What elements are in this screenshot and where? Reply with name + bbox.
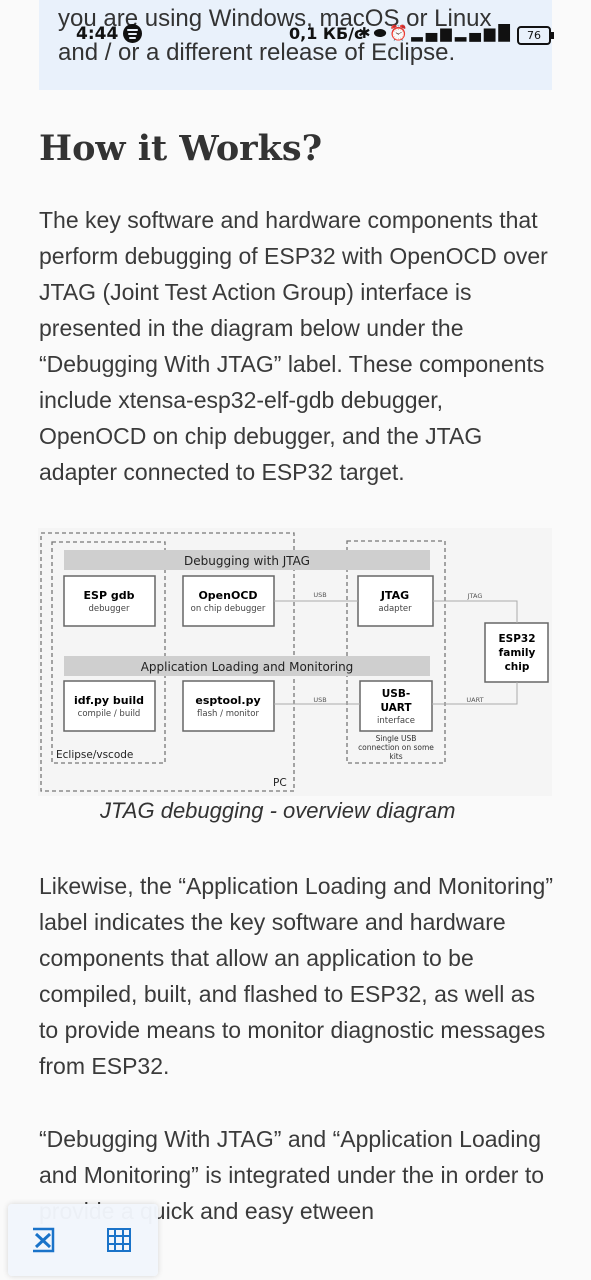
single-usb-2: connection on some bbox=[358, 743, 434, 752]
chip-line-3: chip bbox=[505, 661, 530, 673]
status-icons: ✱⬬⏰▂▄▆▂▄▆█ bbox=[358, 24, 513, 42]
section-heading: How it Works? bbox=[39, 128, 323, 169]
gdb-title: ESP gdb bbox=[84, 589, 135, 602]
gdb-box bbox=[63, 575, 156, 627]
usbuart-sub: interface bbox=[377, 716, 415, 726]
spotify-icon bbox=[123, 24, 142, 43]
chip-line-2: family bbox=[499, 647, 536, 659]
openocd-box bbox=[182, 575, 275, 627]
esptool-title: esptool.py bbox=[195, 694, 260, 707]
app-band bbox=[64, 656, 430, 676]
close-box-icon[interactable] bbox=[23, 1222, 59, 1258]
paragraph-intro: The key software and hardware components… bbox=[39, 207, 548, 485]
status-bar: 4:44 0,1 КБ/с ✱⬬⏰▂▄▆▂▄▆█ 76 bbox=[0, 20, 591, 50]
idf-title: idf.py build bbox=[74, 694, 144, 707]
chip-line-1: ESP32 bbox=[498, 633, 535, 645]
usb-label-bottom: USB bbox=[313, 696, 326, 704]
esptool-box bbox=[182, 680, 275, 732]
single-usb-3: kits bbox=[389, 752, 402, 761]
paragraph-loading: Likewise, the “Application Loading and M… bbox=[39, 873, 553, 1079]
esptool-sub: flash / monitor bbox=[197, 709, 259, 719]
app-band-label: Application Loading and Monitoring bbox=[141, 660, 354, 674]
jtag-link bbox=[433, 600, 518, 623]
jtag-title: JTAG bbox=[380, 589, 409, 602]
uart-link-label: UART bbox=[466, 696, 483, 704]
adapter-frame bbox=[346, 540, 446, 764]
grid-icon[interactable] bbox=[101, 1222, 137, 1258]
idf-box bbox=[63, 680, 156, 732]
openocd-title: OpenOCD bbox=[198, 589, 257, 602]
signal-lte-icon: ▂▄▆█ bbox=[454, 24, 513, 42]
jtag-box bbox=[357, 575, 434, 627]
usbuart-box bbox=[359, 680, 433, 732]
pc-label: PC bbox=[273, 777, 287, 789]
debug-band-label: Debugging with JTAG bbox=[184, 554, 310, 568]
eclipse-frame bbox=[51, 541, 166, 764]
gdb-sub: debugger bbox=[89, 604, 130, 614]
idf-sub: compile / build bbox=[78, 709, 141, 719]
floating-toolbar bbox=[8, 1204, 158, 1276]
jtag-sub: adapter bbox=[378, 604, 412, 614]
alarm-icon: ⏰ bbox=[389, 24, 412, 42]
note-text: you are using Windows, macOS or Linux an… bbox=[58, 5, 492, 66]
uart-link bbox=[432, 682, 518, 705]
single-usb-1: Single USB bbox=[376, 734, 417, 743]
status-time: 4:44 bbox=[76, 24, 119, 44]
battery-icon: 76 bbox=[517, 26, 554, 45]
openocd-sub: on chip debugger bbox=[191, 604, 266, 614]
jtag-diagram: Debugging with JTAG Application Loading … bbox=[38, 528, 552, 796]
note-box bbox=[39, 0, 552, 90]
bluetooth-icon: ✱ bbox=[358, 24, 374, 42]
eclipse-label: Eclipse/vscode bbox=[56, 749, 133, 761]
status-speed: 0,1 КБ/с bbox=[289, 24, 364, 43]
debug-band bbox=[64, 550, 430, 570]
jtag-link-label: JTAG bbox=[467, 592, 483, 600]
toggle-icon: ⬬ bbox=[373, 24, 390, 42]
usb-label-top: USB bbox=[313, 591, 326, 599]
diagram-caption: JTAG debugging - overview diagram bbox=[100, 798, 456, 823]
usbuart-title-2: UART bbox=[380, 702, 412, 714]
usbuart-title-1: USB- bbox=[382, 688, 410, 700]
signal-r-icon: ▂▄▆ bbox=[411, 24, 455, 42]
